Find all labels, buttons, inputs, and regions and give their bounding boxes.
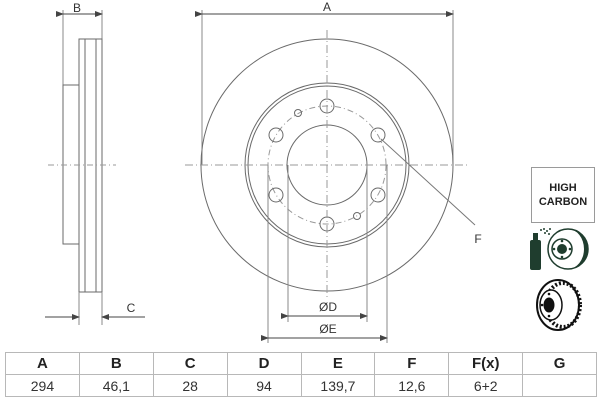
header-fx: F(x) — [448, 352, 524, 375]
header-g: G — [522, 352, 597, 375]
value-f: 12,6 — [374, 374, 450, 397]
label-b: B — [73, 1, 81, 15]
header-f: F — [374, 352, 450, 375]
label-c: C — [127, 301, 136, 315]
header-a: A — [5, 352, 80, 375]
value-b: 46,1 — [78, 374, 154, 397]
badge-line-2: CARBON — [538, 196, 588, 208]
high-carbon-badge: HIGH CARBON — [531, 167, 595, 223]
table-row: 294 46,1 28 94 139,7 12,6 6+2 — [5, 374, 597, 397]
coated-disc-spray-icon — [530, 228, 589, 270]
front-view — [185, 10, 476, 343]
value-g — [522, 374, 597, 397]
value-a: 294 — [5, 374, 80, 397]
label-d: ØD — [319, 300, 337, 314]
side-view — [45, 10, 145, 325]
value-d: 94 — [226, 374, 302, 397]
header-b: B — [78, 352, 154, 375]
label-e: ØE — [319, 322, 336, 336]
header-c: C — [152, 352, 228, 375]
label-f: F — [474, 232, 481, 246]
label-a: A — [323, 0, 331, 14]
value-fx: 6+2 — [448, 374, 524, 397]
brake-disc-technical-drawing: B C A — [45, 0, 589, 343]
vented-disc-icon — [536, 279, 582, 331]
table-header-row: A B C D E F F(x) G — [5, 352, 597, 375]
specification-table: A B C D E F F(x) G 294 46,1 28 94 139,7 … — [5, 352, 597, 397]
header-d: D — [226, 352, 302, 375]
value-e: 139,7 — [300, 374, 376, 397]
header-e: E — [300, 352, 376, 375]
badge-line-1: HIGH — [549, 182, 577, 194]
value-c: 28 — [152, 374, 228, 397]
